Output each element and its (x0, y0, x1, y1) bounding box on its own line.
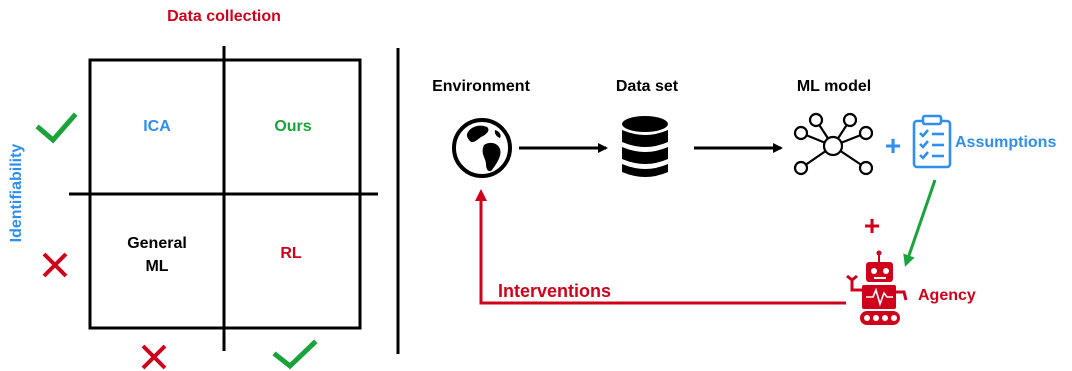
robot-icon (846, 250, 908, 325)
arrow-assumptions-to-agency (903, 179, 937, 267)
assumptions-label: Assumptions (955, 134, 1057, 151)
cell-ica: ICA (143, 118, 171, 135)
cross-icon (42, 252, 68, 278)
cross-icon (141, 344, 167, 370)
cell-rl: RL (280, 245, 302, 262)
dataset-label: Data set (615, 78, 679, 95)
check-icon (272, 339, 318, 370)
database-icon (622, 116, 668, 177)
network-icon (793, 112, 874, 176)
ml-model-label: ML model (796, 78, 872, 95)
plus-symbol-blue: + (884, 130, 902, 161)
interventions-label: Interventions (498, 281, 612, 301)
agency-label: Agency (918, 287, 976, 304)
plus-symbol-red: + (863, 210, 881, 241)
environment-label: Environment (432, 78, 530, 95)
globe-icon (452, 118, 512, 178)
check-icon (35, 112, 78, 144)
clipboard-icon (912, 114, 952, 169)
identifiability-label: Identifiability (8, 143, 25, 243)
cell-ours: Ours (274, 118, 312, 135)
arrow-interventions (475, 189, 846, 305)
quadrant-grid (69, 46, 378, 351)
data-collection-label: Data collection (167, 8, 281, 25)
cell-general-ml: General ML (127, 235, 187, 275)
